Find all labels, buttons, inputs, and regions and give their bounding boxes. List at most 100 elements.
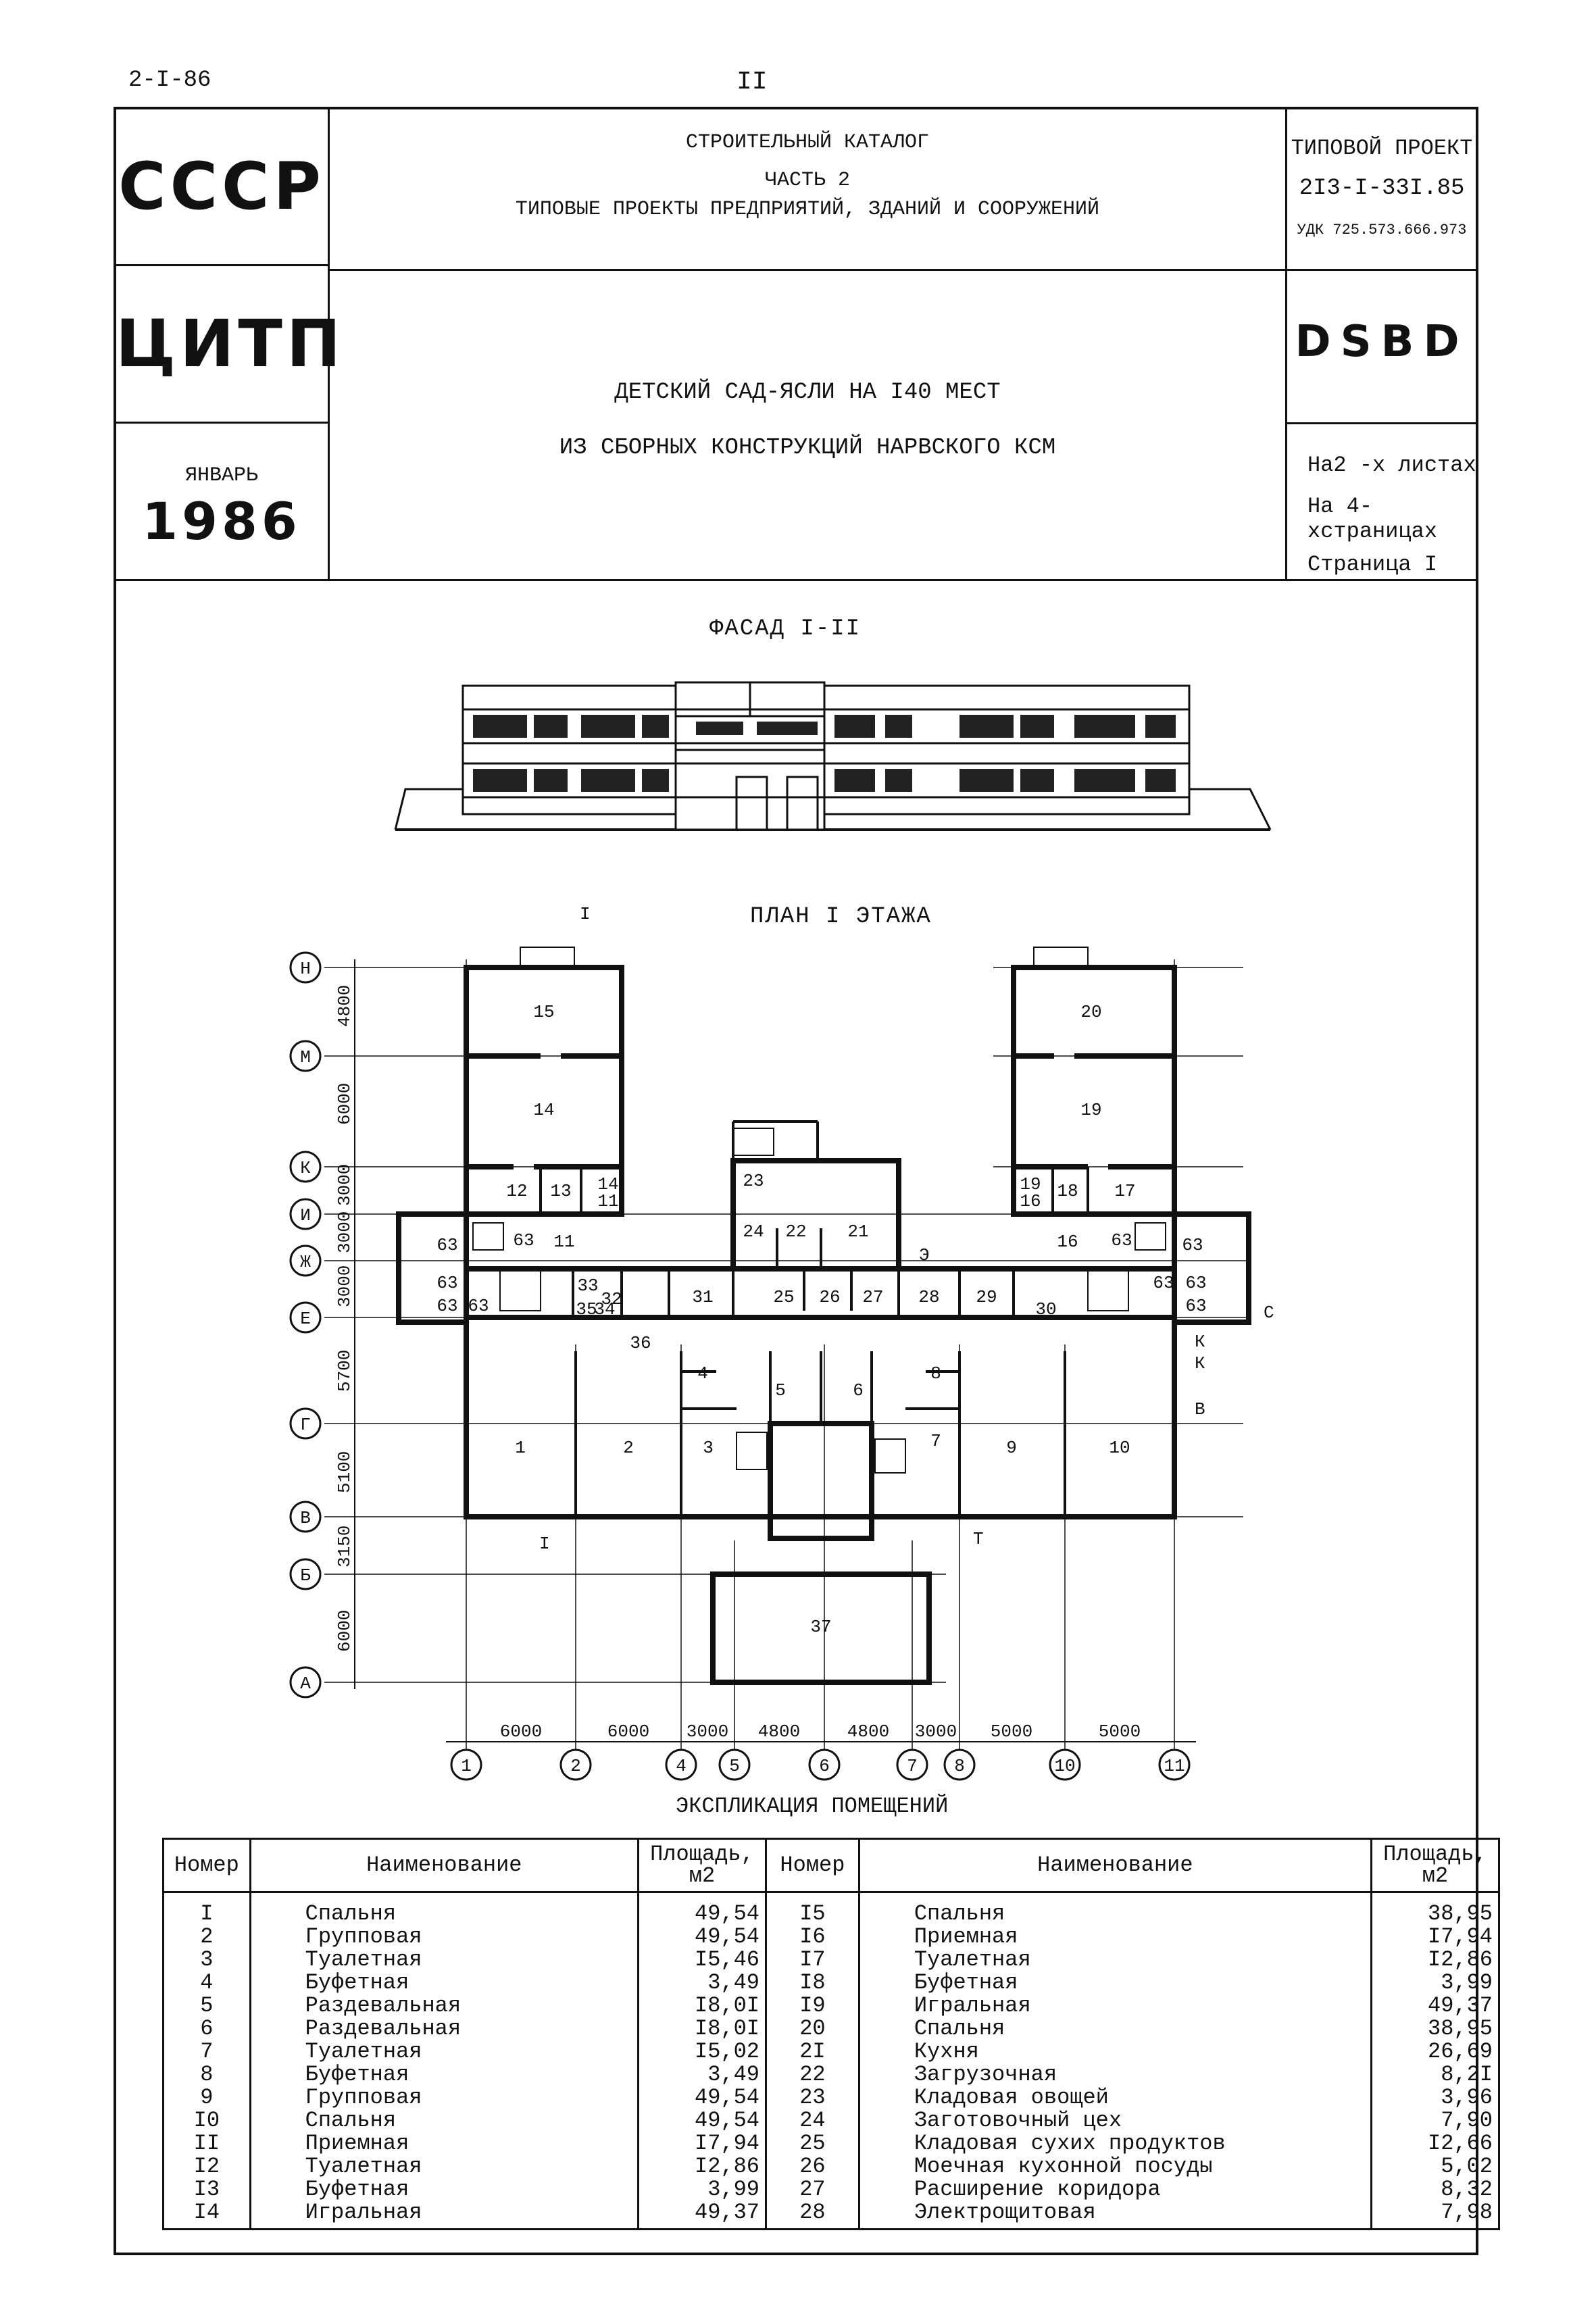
room-number: 5 — [775, 1380, 786, 1401]
row-dimension: 5100 — [334, 1451, 355, 1493]
project-title-1: ДЕТСКИЙ САД-ЯСЛИ НА I40 МЕСТ — [614, 380, 1001, 405]
room-number-cell: 3 — [162, 1948, 251, 1971]
row-dimension: 6000 — [334, 1083, 355, 1125]
pages-count: На 4-хстраницах — [1307, 494, 1438, 544]
room-number-cell: 4 — [162, 1971, 251, 1994]
room-number: 10 — [1109, 1438, 1130, 1458]
room-number: 36 — [630, 1333, 651, 1353]
room-name-cell: Моечная кухонной посуды — [857, 2155, 1372, 2178]
room-area-cell: 49,54 — [637, 1926, 768, 1948]
room-number-cell: 2I — [765, 2040, 860, 2063]
axis-col-label: 5 — [729, 1756, 740, 1776]
sheets-count: На2 -х листах — [1307, 453, 1476, 478]
room-number: 11 — [597, 1191, 618, 1211]
room-area-cell: I7,94 — [637, 2132, 768, 2155]
axis-col-label: 7 — [907, 1756, 918, 1776]
col-dimension: 5000 — [991, 1721, 1032, 1742]
page-label: Страница I — [1307, 552, 1438, 577]
room-number-cell: I7 — [765, 1948, 860, 1971]
room-number: 6 — [853, 1380, 864, 1401]
room-name-cell: Кухня — [857, 2040, 1372, 2063]
room-area-cell: I5,02 — [637, 2040, 768, 2063]
section-mark: I — [580, 904, 591, 924]
sheets-cell: На2 -х листах На 4-хстраницах Страница I — [1285, 422, 1478, 581]
room-number: 16 — [1020, 1191, 1041, 1211]
row-dimension: 3150 — [334, 1526, 355, 1567]
room-number: 3 — [703, 1438, 714, 1458]
col-dimension: 4800 — [758, 1721, 800, 1742]
room-number: 63 — [437, 1273, 457, 1293]
room-name-cell: Буфетная — [857, 1971, 1372, 1994]
room-number: 20 — [1080, 1002, 1101, 1022]
room-number: 4 — [697, 1363, 708, 1384]
room-number: 28 — [918, 1287, 939, 1307]
room-name-cell: Раздевальная — [249, 1994, 639, 2017]
room-number: 30 — [1035, 1299, 1056, 1319]
room-number: 23 — [743, 1171, 764, 1191]
org-citp: ЦИТП — [116, 306, 345, 382]
room-area-cell: 49,37 — [637, 2201, 768, 2230]
room-area-cell: 49,37 — [1370, 1994, 1501, 2017]
header-num: Номер — [162, 1838, 251, 1893]
room-number: 26 — [819, 1287, 840, 1307]
col-dimension: 6000 — [500, 1721, 542, 1742]
col-dimension: 4800 — [847, 1721, 889, 1742]
room-number: 63 — [1185, 1296, 1206, 1316]
project-number: 2I3-I-33I.85 — [1299, 176, 1465, 201]
facade-title: ФАСАД I-II — [709, 616, 862, 642]
col-dimension: 3000 — [915, 1721, 957, 1742]
row-dimension: 3000 — [334, 1265, 355, 1307]
room-name-cell: Раздевальная — [249, 2017, 639, 2040]
axis-row-label: Б — [300, 1565, 311, 1586]
room-number-cell: 22 — [765, 2063, 860, 2086]
axis-row-label: К — [300, 1158, 311, 1178]
date-month: ЯНВАРЬ — [184, 464, 259, 487]
room-number: 24 — [743, 1222, 764, 1242]
col-dimension: 3000 — [687, 1721, 728, 1742]
room-area-cell: 49,54 — [637, 2086, 768, 2109]
axis-row-label: Г — [300, 1415, 311, 1435]
room-area-cell: 8,2I — [1370, 2063, 1501, 2086]
room-number-cell: I6 — [765, 1926, 860, 1948]
room-number-cell: 2 — [162, 1926, 251, 1948]
section-mark: К — [1195, 1353, 1205, 1374]
title-cell: ДЕТСКИЙ САД-ЯСЛИ НА I40 МЕСТ ИЗ СБОРНЫХ … — [328, 269, 1287, 581]
room-number: 19 — [1020, 1174, 1041, 1194]
row-dimension: 3000 — [334, 1211, 355, 1253]
section-mark: В — [1195, 1399, 1205, 1419]
room-number: 25 — [773, 1287, 794, 1307]
room-number: 8 — [930, 1363, 941, 1384]
room-number: 17 — [1114, 1181, 1135, 1201]
room-area-cell: 5,02 — [1370, 2155, 1501, 2178]
room-area-cell: I5,46 — [637, 1948, 768, 1971]
room-number: 63 — [437, 1235, 457, 1255]
room-name-cell: Кладовая овощей — [857, 2086, 1372, 2109]
section-mark: Т — [973, 1529, 984, 1549]
header-name: Наименование — [249, 1838, 639, 1893]
room-number-cell: 20 — [765, 2017, 860, 2040]
room-number-cell: I0 — [162, 2109, 251, 2132]
room-number-cell: 25 — [765, 2132, 860, 2155]
axis-row-label: Н — [300, 959, 311, 979]
project-cell: ТИПОВОЙ ПРОЕКТ 2I3-I-33I.85 УДК 725.573.… — [1285, 107, 1478, 271]
room-number: 21 — [847, 1222, 868, 1242]
room-number: 18 — [1057, 1181, 1078, 1201]
header-name: Наименование — [857, 1838, 1372, 1893]
section-mark: С — [1264, 1303, 1274, 1323]
room-number: 9 — [1006, 1438, 1017, 1458]
room-number: 7 — [930, 1431, 941, 1451]
room-name-cell: Кладовая сухих продуктов — [857, 2132, 1372, 2155]
room-area-cell: I2,86 — [637, 2155, 768, 2178]
org-ussr: СССР — [118, 149, 325, 224]
room-number: 14 — [533, 1100, 554, 1120]
axis-col-label: 8 — [954, 1756, 965, 1776]
section-mark: К — [1195, 1332, 1205, 1352]
room-name-cell: Туалетная — [249, 1948, 639, 1971]
section-mark: I — [539, 1534, 550, 1554]
